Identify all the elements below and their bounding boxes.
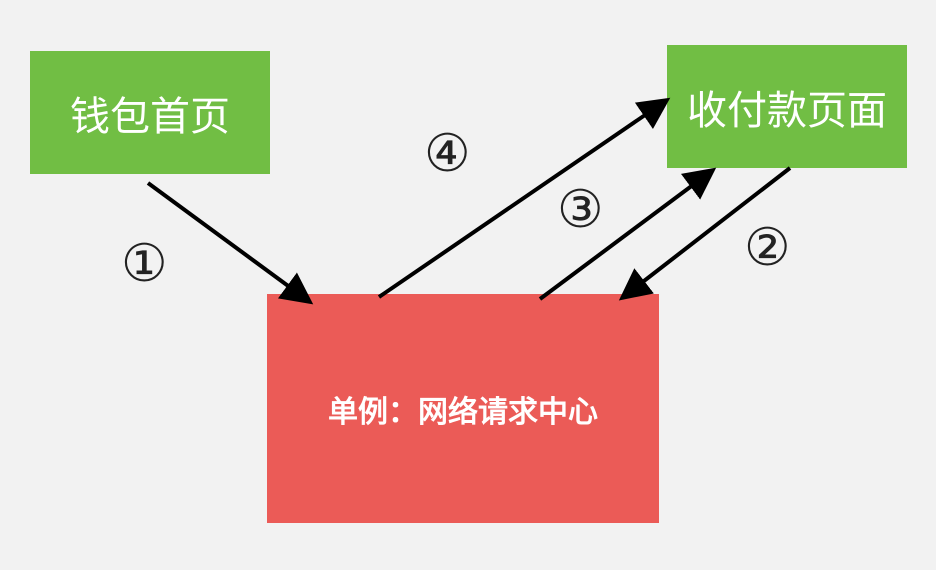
step-2-label: ② <box>744 218 791 278</box>
payment-page-node: 收付款页面 <box>667 45 907 168</box>
arrow-step-2 <box>618 166 792 301</box>
network-request-center-node: 单例：网络请求中心 <box>267 294 659 523</box>
arrow-step-4 <box>377 97 671 299</box>
step-3-label: ③ <box>557 180 604 240</box>
arrow-step-1 <box>146 181 314 305</box>
wallet-home-node: 钱包首页 <box>30 51 270 174</box>
step-4-label: ④ <box>424 124 471 184</box>
arrow-step-3 <box>538 167 717 301</box>
step-1-label: ① <box>121 234 168 294</box>
